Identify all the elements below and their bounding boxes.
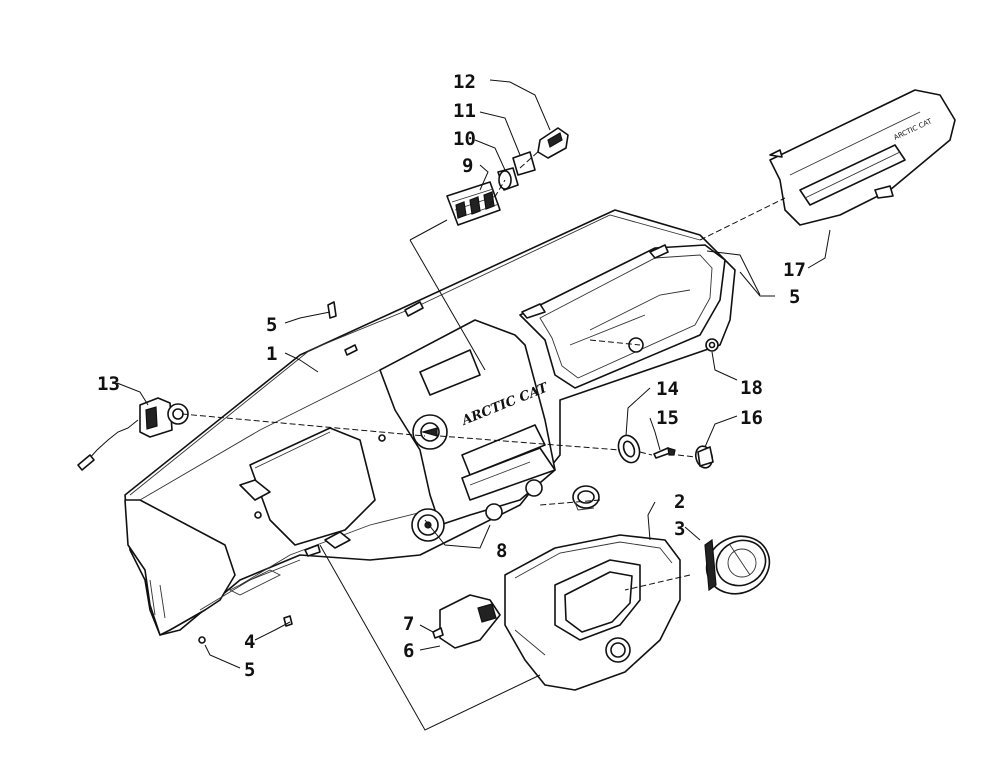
callout-15: 15 xyxy=(656,407,679,429)
callout-17: 17 xyxy=(783,259,806,281)
indicator-light xyxy=(432,594,501,649)
callout-13: 13 xyxy=(97,373,120,395)
callout-10: 10 xyxy=(453,128,476,150)
callout-9: 9 xyxy=(462,155,473,177)
callout-5-right: 5 xyxy=(789,286,800,308)
callout-12: 12 xyxy=(453,71,476,93)
callout-16: 16 xyxy=(740,407,763,429)
callout-6: 6 xyxy=(403,640,414,662)
callout-11: 11 xyxy=(453,100,476,122)
key-parts xyxy=(617,434,714,469)
accessory-plug xyxy=(572,485,600,511)
callout-14: 14 xyxy=(656,378,679,400)
callout-7: 7 xyxy=(403,613,414,635)
instrument-housing xyxy=(504,534,681,691)
screw xyxy=(283,615,293,627)
dashboard-panel: ARCTIC CAT xyxy=(124,209,736,636)
callout-5-bottom: 5 xyxy=(244,659,255,681)
screw xyxy=(198,636,206,644)
speedometer xyxy=(704,535,771,595)
glovebox-lid: ARCTIC CAT xyxy=(769,89,956,226)
callout-18: 18 xyxy=(740,377,763,399)
callout-1: 1 xyxy=(266,343,277,365)
callout-5-top: 5 xyxy=(266,314,277,336)
vent-assembly xyxy=(446,127,569,226)
callout-8: 8 xyxy=(496,540,507,562)
screw xyxy=(327,301,337,319)
vent-ring xyxy=(512,151,536,176)
callout-4: 4 xyxy=(244,631,255,653)
callout-3: 3 xyxy=(674,518,685,540)
callout-2: 2 xyxy=(674,491,685,513)
